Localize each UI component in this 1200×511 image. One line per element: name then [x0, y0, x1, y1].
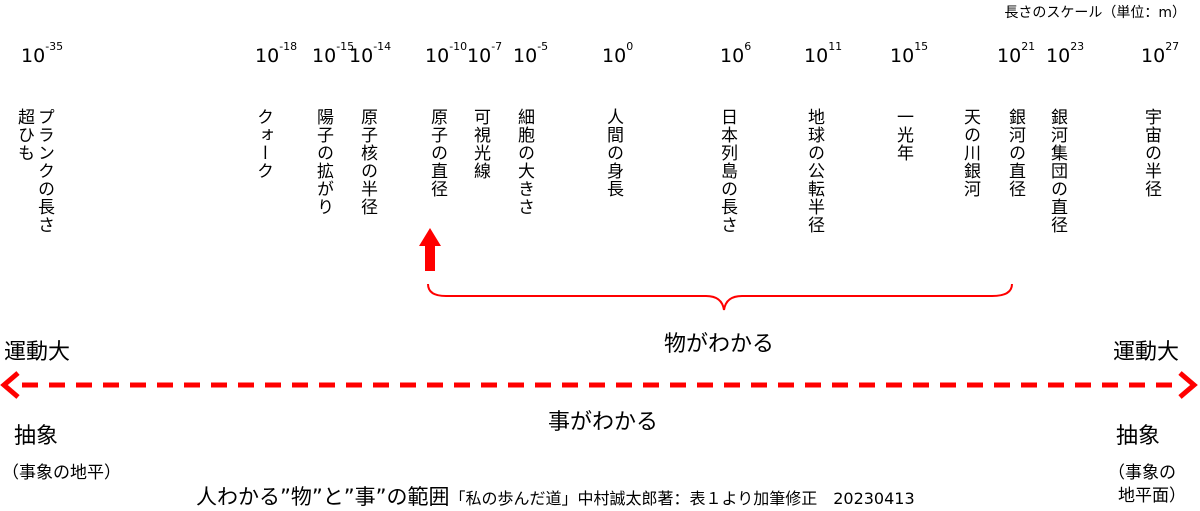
right-abstract-label: 抽象	[1116, 424, 1161, 449]
scale-tick: 10-15	[312, 40, 355, 67]
left-motion-label: 運動大	[4, 340, 71, 365]
scale-tick: 10-7	[467, 40, 503, 67]
scale-tick: 10-35	[21, 40, 64, 67]
item-label: クォーク	[253, 108, 273, 180]
source-note: 「私の歩んだ道」中村誠太郎著：表１より加筆修正 20230413	[449, 489, 915, 508]
item-label: 細胞の大きさ	[514, 108, 534, 216]
left-arrowhead-icon	[0, 371, 20, 399]
item-label: 天の川銀河	[960, 108, 980, 198]
right-arrowhead-icon	[1178, 371, 1198, 399]
mono-label: 物がわかる	[664, 332, 775, 357]
item-label: 一光年	[893, 108, 913, 162]
left-abstract-label: 抽象	[14, 424, 59, 449]
item-label: 地球の公転半径	[804, 108, 824, 234]
item-label: 原子の直径	[427, 108, 447, 198]
item-label: 陽子の拡がり	[313, 108, 333, 216]
title-row: 人わかる”物”と”事”の範囲「私の歩んだ道」中村誠太郎著：表１より加筆修正 20…	[196, 481, 915, 511]
koto-label: 事がわかる	[548, 410, 659, 435]
item-label: 超ひも	[14, 108, 34, 162]
scale-tick: 10-5	[513, 40, 549, 67]
item-label: 銀河集団の直径	[1047, 108, 1067, 234]
item-label: 銀河の直径	[1005, 108, 1025, 198]
scale-tick: 10-10	[425, 40, 468, 67]
item-label: 宇宙の半径	[1141, 108, 1161, 198]
left-horizon-label: （事象の地平）	[2, 463, 121, 483]
right-motion-label: 運動大	[1113, 340, 1180, 365]
right-horizon-label-1: （事象の	[1108, 463, 1176, 483]
scale-tick: 100	[602, 40, 634, 67]
up-arrow-icon	[419, 228, 441, 271]
page-title: 人わかる”物”と”事”の範囲	[196, 485, 450, 509]
scale-tick: 1021	[997, 40, 1036, 67]
scale-tick: 106	[720, 40, 752, 67]
scale-tick: 10-14	[349, 40, 392, 67]
item-label: プランクの長さ	[34, 108, 54, 234]
scale-tick: 1015	[890, 40, 929, 67]
right-horizon-label-2: 地平面）	[1118, 486, 1186, 506]
scale-tick: 1023	[1046, 40, 1085, 67]
scale-tick: 1011	[804, 40, 843, 67]
scale-caption: 長さのスケール（単位：m）	[1004, 5, 1186, 21]
item-label: 人間の身長	[603, 108, 623, 198]
scale-tick: 10-18	[255, 40, 298, 67]
item-label: 原子核の半径	[357, 108, 377, 216]
curly-brace	[427, 283, 1013, 311]
item-label: 可視光線	[470, 108, 490, 180]
item-label: 日本列島の長さ	[717, 108, 737, 234]
scale-tick: 1027	[1141, 40, 1180, 67]
